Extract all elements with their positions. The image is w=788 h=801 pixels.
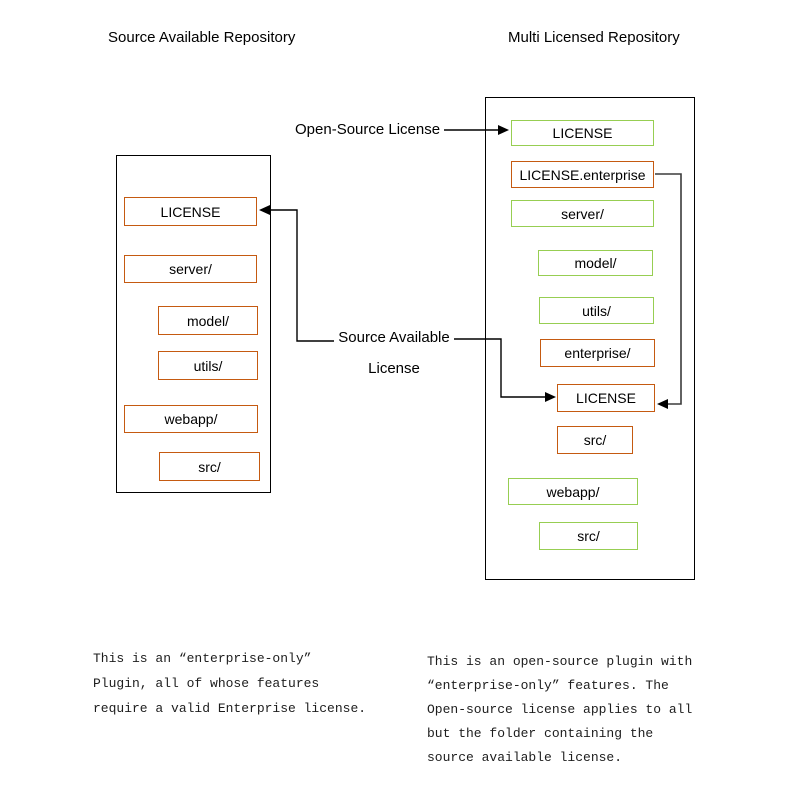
left-annotation: This is an “enterprise-only” Plugin, all…	[93, 646, 366, 721]
file-box-license-enterprise: LICENSE.enterprise	[511, 161, 654, 188]
folder-box-src-enterprise: src/	[557, 426, 633, 454]
file-box-license-inner: LICENSE	[557, 384, 655, 412]
folder-box-webapp: webapp/	[508, 478, 638, 505]
file-box-license-open: LICENSE	[511, 120, 654, 146]
folder-box-utils: utils/	[158, 351, 258, 380]
annotation-line: This is an open-source plugin with	[427, 654, 693, 669]
annotation-line: but the folder containing the	[427, 726, 654, 741]
annotation-line: This is an “enterprise-only”	[93, 651, 312, 666]
folder-box-src: src/	[159, 452, 260, 481]
annotation-line: require a valid Enterprise license.	[93, 701, 367, 716]
annotation-line: “enterprise-only” features. The	[427, 678, 669, 693]
right-annotation: This is an open-source plugin with “ente…	[427, 650, 692, 770]
folder-box-enterprise: enterprise/	[540, 339, 655, 367]
annotation-line: source available license.	[427, 750, 623, 765]
source-available-label-line1: Source Available	[334, 329, 454, 346]
annotation-line: Open-source license applies to all	[427, 702, 693, 717]
right-repo-title: Multi Licensed Repository	[508, 29, 680, 46]
source-available-label-line2: License	[334, 360, 454, 377]
folder-box-model: model/	[158, 306, 258, 335]
left-repo-title: Source Available Repository	[108, 29, 296, 46]
folder-box-src: src/	[539, 522, 638, 550]
annotation-line: Plugin, all of whose features	[93, 676, 320, 691]
folder-box-server: server/	[124, 255, 257, 283]
folder-box-model: model/	[538, 250, 653, 276]
folder-box-webapp: webapp/	[124, 405, 258, 433]
file-box-license: LICENSE	[124, 197, 257, 226]
folder-box-utils: utils/	[539, 297, 654, 324]
open-source-license-label: Open-Source License	[291, 121, 445, 138]
folder-box-server: server/	[511, 200, 654, 227]
